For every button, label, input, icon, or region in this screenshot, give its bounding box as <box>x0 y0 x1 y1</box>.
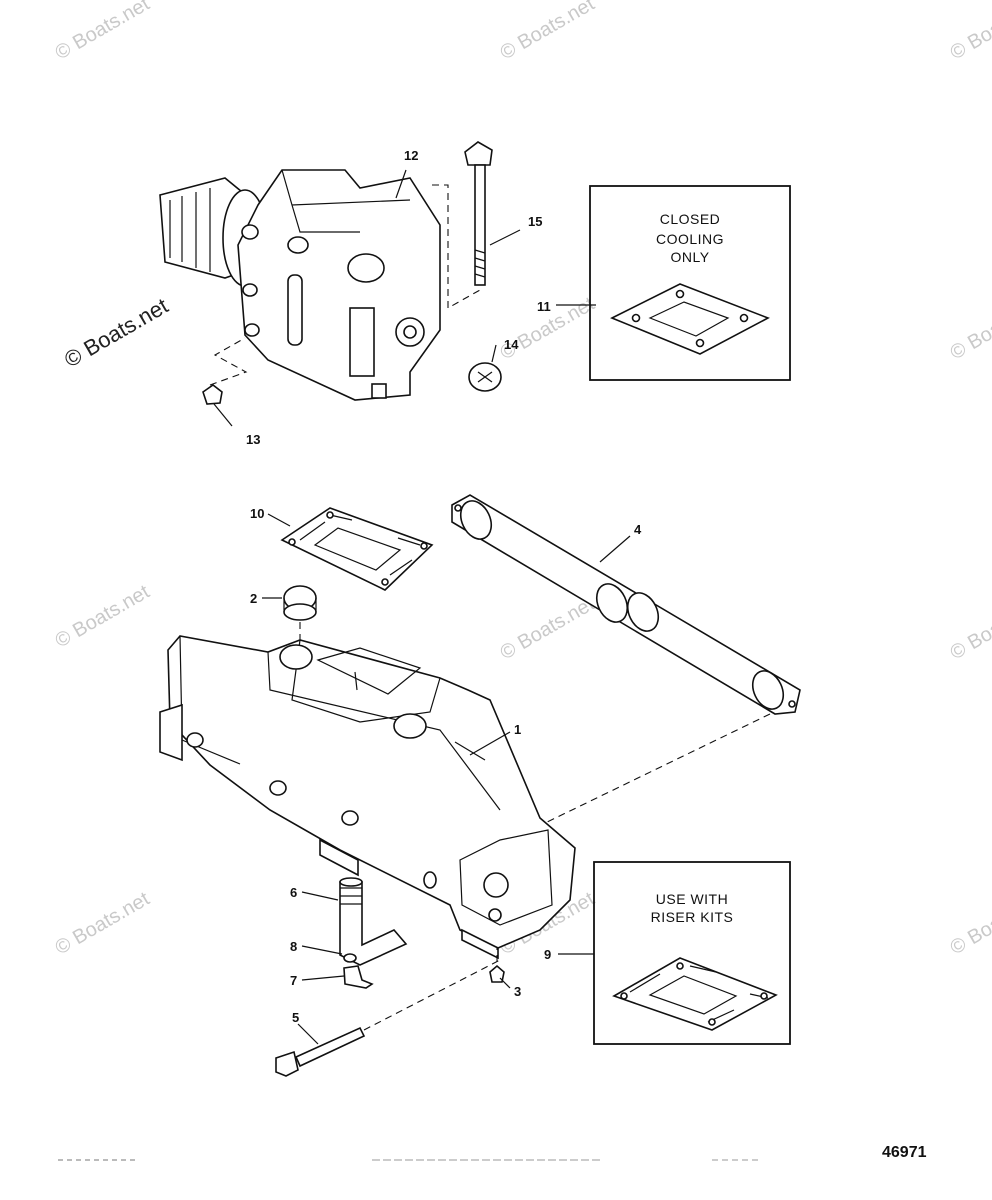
callout-12: 12 <box>404 148 418 163</box>
exhaust-manifold <box>159 635 576 960</box>
watermark: © Boats.net <box>947 593 992 665</box>
callout-10: 10 <box>250 506 264 521</box>
closed-cooling-box: CLOSED COOLING ONLY <box>589 185 791 381</box>
bolt-5-path <box>363 959 501 1031</box>
watermark: © Boats.net <box>947 293 992 365</box>
watermark: © Boats.net <box>947 888 992 960</box>
callout-14: 14 <box>504 337 519 352</box>
fitting-6 <box>339 877 408 966</box>
o-ring-8 <box>343 953 357 963</box>
figure-number: 46971 <box>882 1144 927 1161</box>
callout-9: 9 <box>544 947 551 962</box>
gasket-4 <box>451 494 801 715</box>
box-text: USE WITH <box>656 891 728 907</box>
bolt-15 <box>464 141 493 286</box>
callout-11: 11 <box>537 299 551 314</box>
watermark: © Boats.net <box>52 888 154 960</box>
box-text: ONLY <box>670 249 709 265</box>
callout-5: 5 <box>292 1010 299 1025</box>
box-text: RISER KITS <box>651 909 734 925</box>
box-text: CLOSED <box>660 211 721 227</box>
watermark: © Boats.net <box>947 0 992 64</box>
nut-path <box>209 337 248 386</box>
watermark-dark: © Boats.net <box>60 293 172 372</box>
callout-13: 13 <box>246 432 260 447</box>
bolt-5 <box>275 1026 366 1077</box>
callout-8: 8 <box>290 939 297 954</box>
watermark: © Boats.net <box>52 581 154 653</box>
plug-2 <box>283 585 317 621</box>
watermark: © Boats.net <box>52 0 154 64</box>
callout-15: 15 <box>528 214 542 229</box>
manifold-to-gasket-path <box>509 713 771 841</box>
gasket-11 <box>610 283 770 355</box>
box-text: COOLING <box>656 231 724 247</box>
fitting-7 <box>343 965 374 989</box>
callout-2: 2 <box>250 591 257 606</box>
gasket-10 <box>280 507 434 591</box>
callout-3: 3 <box>514 984 521 999</box>
leader-lines <box>213 169 631 1045</box>
watermark: © Boats.net <box>497 0 599 64</box>
elbow-assembly <box>159 169 441 401</box>
gasket-9 <box>612 957 778 1031</box>
bolt-path <box>432 184 481 309</box>
riser-kits-box: USE WITH RISER KITS <box>593 861 791 1045</box>
callout-numbers: 12 15 11 14 13 10 4 2 1 6 8 7 3 9 5 <box>246 148 642 1025</box>
watermark: © Boats.net <box>497 593 599 665</box>
nut-13 <box>202 384 223 405</box>
callout-6: 6 <box>290 885 297 900</box>
callout-7: 7 <box>290 973 297 988</box>
callout-4: 4 <box>634 522 642 537</box>
callout-1: 1 <box>514 722 521 737</box>
plug-14 <box>468 362 502 392</box>
